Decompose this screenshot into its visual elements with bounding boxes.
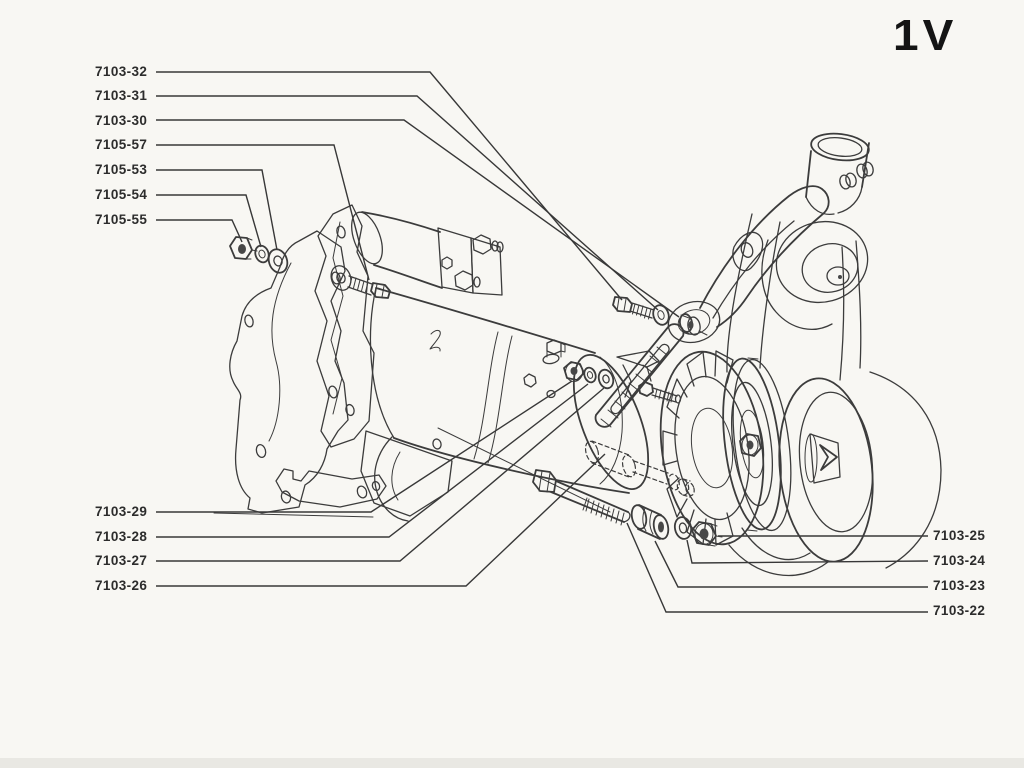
bolt-7103-22	[532, 469, 631, 526]
generator-lug-bushing-7103-30	[667, 300, 721, 344]
bolt-7103-32	[612, 296, 655, 320]
fan-belt	[726, 213, 862, 577]
part-label: 7103-25	[933, 528, 986, 543]
bolt-7105-57	[330, 265, 391, 299]
water-pump	[699, 132, 874, 330]
nut-7103-25	[691, 521, 723, 547]
lock-washer-7103-28	[583, 366, 597, 384]
solenoid	[351, 211, 504, 296]
figure-code: 1V	[893, 10, 958, 60]
washer-7103-27	[597, 368, 615, 390]
washer-7103-24	[673, 516, 693, 540]
nut-7105-55	[229, 236, 258, 260]
strap-clamp-bolt	[616, 350, 682, 404]
hidden-bolt-7103-26	[584, 440, 695, 498]
page-bottom-scan-band	[0, 758, 1024, 768]
leader-lines	[156, 71, 929, 613]
part-label: 7103-29	[95, 504, 148, 519]
part-label: 7103-32	[95, 64, 148, 79]
part-label: 7103-22	[933, 603, 986, 618]
part-label: 7103-24	[933, 553, 986, 568]
crankshaft-pulley	[778, 371, 942, 569]
filler-neck	[805, 132, 874, 216]
part-label: 7103-26	[95, 578, 148, 593]
generator-fan	[659, 350, 765, 546]
part-label: 7103-28	[95, 529, 148, 544]
adjusting-strap	[594, 323, 685, 428]
nut-7103-29	[563, 361, 585, 382]
starter-bracket	[275, 204, 387, 508]
part-label: 7105-54	[95, 187, 148, 202]
part-label: 7105-53	[95, 162, 148, 177]
lock-washer-7105-54	[254, 244, 270, 264]
generator-pulley	[722, 357, 792, 532]
part-label: 7103-30	[95, 113, 148, 128]
spacer-7103-23	[630, 504, 670, 540]
engine-outline	[213, 427, 611, 518]
part-label: 7103-27	[95, 553, 148, 568]
part-label: 7103-23	[933, 578, 986, 593]
washer-7105-53	[267, 248, 289, 274]
part-label: 7103-31	[95, 88, 148, 103]
part-label: 7105-57	[95, 137, 148, 152]
washer-7103-31	[652, 304, 670, 326]
starter-motor	[360, 287, 650, 522]
part-label: 7105-55	[95, 212, 148, 227]
